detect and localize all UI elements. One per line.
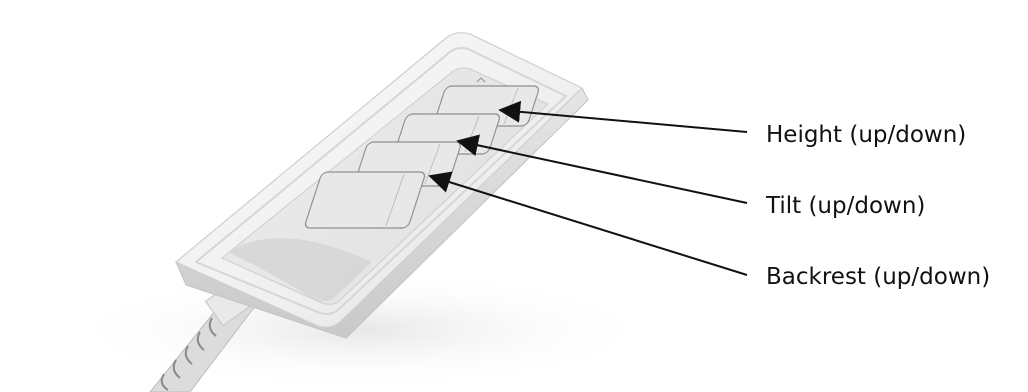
grip-hollow (228, 238, 372, 301)
callout-label-tilt: Tilt (up/down) (765, 193, 925, 219)
callout-arrow-height (498, 100, 748, 133)
controller-rim (194, 47, 568, 315)
callout-label-backrest: Backrest (up/down) (766, 264, 990, 290)
button-extra[interactable] (304, 171, 426, 229)
callout-arrow-backrest (428, 171, 748, 276)
callout-label-height: Height (up/down) (766, 122, 966, 148)
callout-arrow-tilt (456, 134, 748, 204)
